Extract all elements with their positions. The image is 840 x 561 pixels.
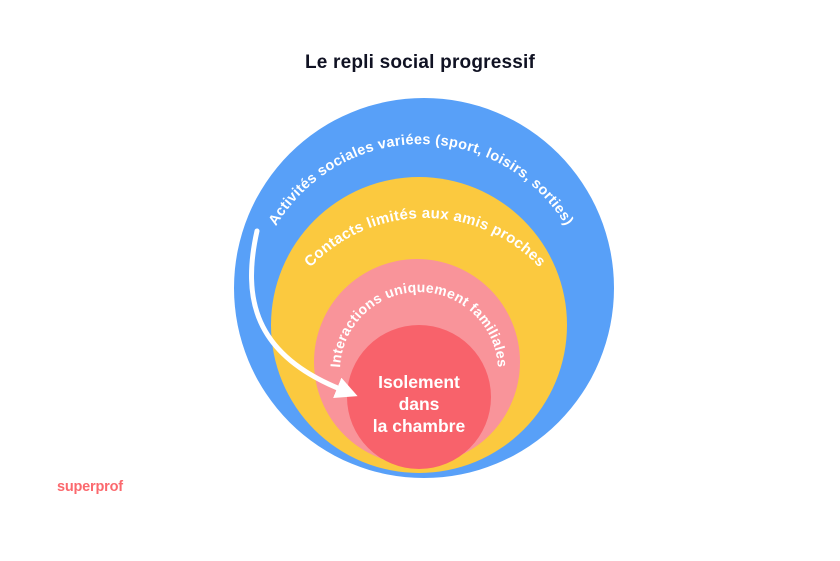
withdrawal-arrow bbox=[249, 228, 358, 399]
label-isolation-line-3: la chambre bbox=[373, 416, 466, 436]
label-isolation-line-1: Isolement bbox=[378, 372, 460, 392]
circle-level-4-isolation bbox=[347, 325, 491, 469]
diagram-title: Le repli social progressif bbox=[304, 52, 536, 73]
superprof-logo: superprof bbox=[57, 479, 123, 495]
label-isolation-line-2: dans bbox=[399, 394, 440, 414]
